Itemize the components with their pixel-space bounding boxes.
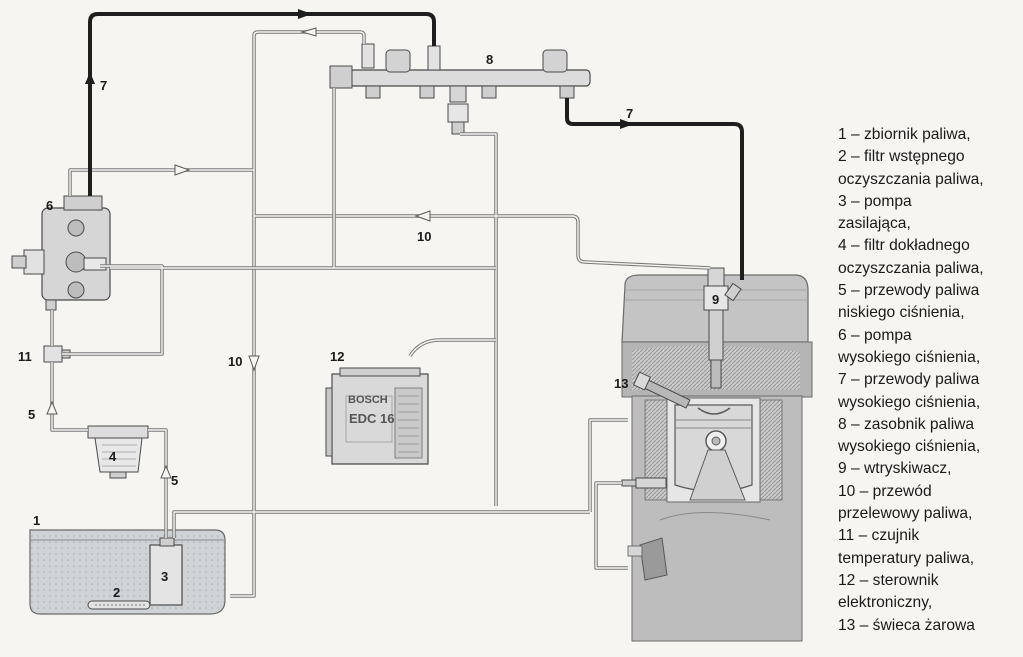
ecu-brand: BOSCH xyxy=(348,394,388,406)
ecu-model: EDC 16 xyxy=(349,411,395,426)
legend-line: 9 – wtryskiwacz, xyxy=(838,460,952,478)
label-9: 9 xyxy=(712,292,719,307)
legend-line: 10 – przewód xyxy=(838,482,932,500)
label-13: 13 xyxy=(614,376,628,391)
legend-line: 5 – przewody paliwa xyxy=(838,282,980,300)
injector xyxy=(703,267,742,389)
flow-arrows xyxy=(46,9,634,479)
label-12: 12 xyxy=(330,349,344,364)
legend-line: 4 – filtr dokładnego xyxy=(838,237,970,255)
label-1: 1 xyxy=(33,513,40,528)
label-5a: 5 xyxy=(28,407,35,422)
legend-line: 3 – pompa xyxy=(838,192,912,210)
legend-line: przelewowy paliwa, xyxy=(838,505,973,523)
engine-block xyxy=(621,274,813,642)
legend-line: 12 – sterownik xyxy=(838,571,939,589)
label-10a: 10 xyxy=(417,229,431,244)
legend-line: oczyszczania paliwa, xyxy=(838,170,984,188)
label-5b: 5 xyxy=(171,473,178,488)
legend-line: 7 – przewody paliwa xyxy=(838,371,980,389)
legend-line: 1 – zbiornik paliwa, xyxy=(838,126,971,143)
label-4: 4 xyxy=(109,449,117,464)
high-pressure-lines xyxy=(88,12,744,280)
fine-filter xyxy=(87,425,149,479)
fuel-temp-sensor xyxy=(43,345,63,363)
legend-line: 8 – zasobnik paliwa xyxy=(838,415,975,433)
legend-line: 13 – świeca żarowa xyxy=(838,616,975,634)
return-lines-inner xyxy=(69,31,711,597)
low-pressure-lines-inner xyxy=(51,88,496,538)
label-11: 11 xyxy=(18,349,32,364)
legend-line: 11 – czujnik xyxy=(838,527,920,545)
legend-line: 6 – pompa xyxy=(838,326,912,344)
glow-plug xyxy=(632,371,691,409)
legend-line: niskiego ciśnienia, xyxy=(838,304,965,322)
engine-sensor xyxy=(621,477,667,489)
legend-line: wysokiego ciśnienia, xyxy=(838,438,981,456)
legend-line: zasilająca, xyxy=(838,215,911,233)
legend-line: elektroniczny, xyxy=(838,594,933,612)
legend-line: wysokiego ciśnienia, xyxy=(838,393,981,411)
label-6: 6 xyxy=(46,198,53,213)
label-2: 2 xyxy=(113,585,120,600)
label-7b: 7 xyxy=(626,106,633,121)
label-3: 3 xyxy=(161,569,168,584)
legend-line: oczyszczania paliwa, xyxy=(838,259,984,277)
high-pressure-pump xyxy=(11,195,111,311)
fuel-tank xyxy=(29,529,226,615)
label-7a: 7 xyxy=(100,78,107,93)
label-10b: 10 xyxy=(228,354,242,369)
legend-line: 2 – filtr wstępnego xyxy=(838,148,965,166)
legend-line: wysokiego ciśnienia, xyxy=(838,348,981,366)
fuel-rail xyxy=(329,43,591,135)
legend: 1 – zbiornik paliwa, 2 – filtr wstępnego… xyxy=(838,124,1020,637)
ecu-unit xyxy=(325,367,429,465)
label-8: 8 xyxy=(486,52,493,67)
legend-line: temperatury paliwa, xyxy=(838,549,975,567)
